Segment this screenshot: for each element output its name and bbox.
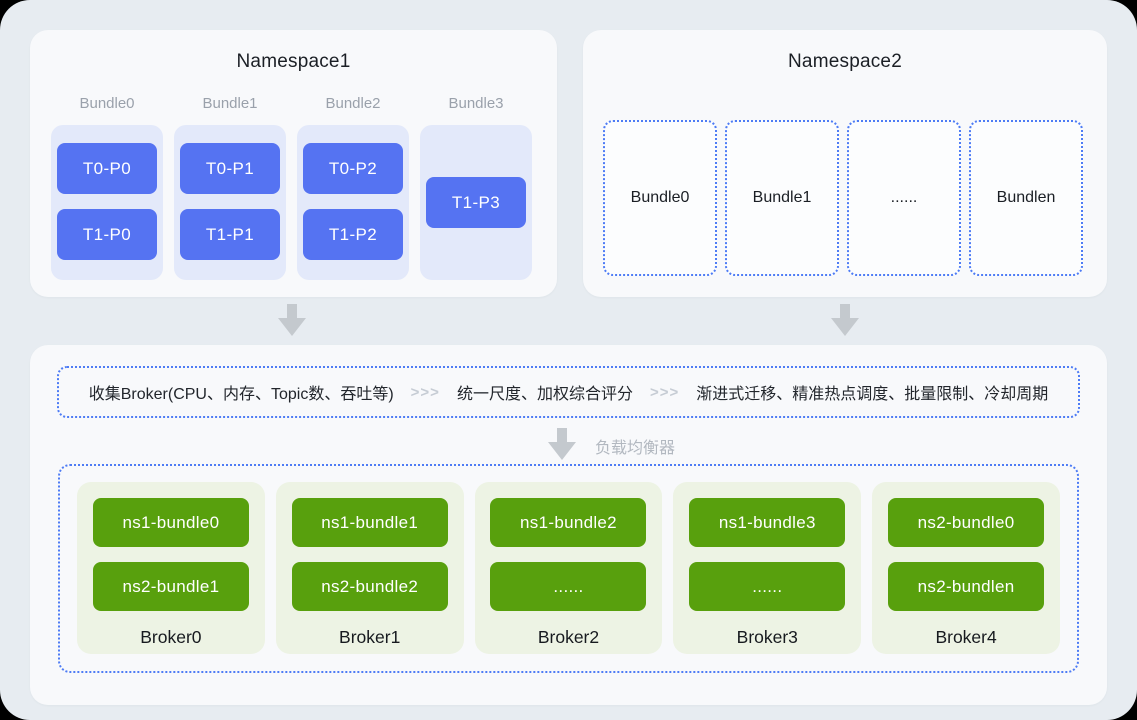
namespace1-title: Namespace1 [236, 51, 351, 72]
broker3-card: ns1-bundle3 ...... Broker3 [673, 482, 862, 654]
broker-name: Broker4 [935, 627, 997, 647]
assigned-bundle-chip: ns2-bundle2 [291, 562, 448, 611]
pipeline-step-collect: 收集Broker(CPU、内存、Topic数、吞吐等) [88, 386, 394, 403]
broker4-card: ns2-bundle0 ns2-bundlen Broker4 [872, 482, 1060, 654]
bundle2-column: T0-P2 T1-P2 [297, 125, 409, 280]
topic-partition-box: T1-P0 [57, 209, 157, 260]
assigned-bundle-chip: ns2-bundlen [888, 562, 1045, 611]
assigned-bundle-chip: ...... [689, 562, 846, 611]
bundle0-header: Bundle0 [79, 95, 135, 112]
broker-name: Broker0 [140, 627, 202, 647]
bundle-header-row: Bundle0 Bundle1 Bundle2 Bundle3 [30, 95, 557, 112]
bundle-box: Bundle1 [725, 120, 839, 276]
broker-name: Broker2 [537, 627, 600, 647]
broker2-card: ns1-bundle2 ...... Broker2 [474, 482, 663, 654]
topic-partition-box: T0-P2 [303, 143, 403, 194]
bundle1-header: Bundle1 [202, 95, 258, 112]
broker-name: Broker3 [736, 627, 798, 647]
broker1-card: ns1-bundle1 ns2-bundle2 Broker1 [275, 482, 464, 654]
bundle1-column: T0-P1 T1-P1 [174, 125, 286, 280]
bundle0-column: T0-P0 T1-P0 [51, 125, 163, 280]
down-arrow-icon [548, 428, 576, 460]
assigned-bundle-chip: ns1-bundle1 [291, 498, 448, 547]
load-balancer-card: 收集Broker(CPU、内存、Topic数、吞吐等) >>> 统一尺度、加权综… [30, 345, 1107, 705]
bundle-box: ...... [847, 120, 961, 276]
topic-partition-box: T1-P2 [303, 209, 403, 260]
bundle3-column: T1-P3 [420, 125, 532, 280]
topic-partition-box: T1-P3 [426, 177, 526, 228]
assigned-bundle-chip: ns1-bundle0 [92, 498, 249, 547]
metrics-pipeline-box: 收集Broker(CPU、内存、Topic数、吞吐等) >>> 统一尺度、加权综… [57, 366, 1080, 418]
topic-partition-box: T1-P1 [180, 209, 280, 260]
assigned-bundle-chip: ns1-bundle2 [490, 498, 647, 547]
pipeline-step-score: 统一尺度、加权综合评分 [456, 386, 633, 403]
namespace2-card: Namespace2 Bundle0 Bundle1 ...... Bundle… [583, 30, 1107, 297]
namespace1-card: Namespace1 Bundle0 Bundle1 Bundle2 Bundl… [30, 30, 557, 297]
assigned-bundle-chip: ns1-bundle3 [689, 498, 846, 547]
namespace2-title: Namespace2 [788, 51, 902, 72]
bundle-box: Bundlen [969, 120, 1083, 276]
pipeline-separator: >>> [649, 383, 680, 401]
pipeline-separator: >>> [410, 383, 440, 401]
broker-container: ns1-bundle0 ns2-bundle1 Broker0 ns1-bund… [58, 464, 1079, 673]
topic-partition-box: T0-P0 [57, 143, 157, 194]
bundle3-header: Bundle3 [448, 95, 504, 112]
broker-name: Broker1 [339, 627, 401, 647]
assigned-bundle-chip: ns2-bundle1 [92, 562, 249, 611]
bundle-box: Bundle0 [603, 120, 717, 276]
bundle-columns: T0-P0 T1-P0 T0-P1 T1-P1 T0-P2 T1-P2 T1-P… [30, 125, 557, 280]
bundle2-header: Bundle2 [325, 95, 381, 112]
pipeline-step-migrate: 渐进式迁移、精准热点调度、批量限制、冷却周期 [696, 386, 1049, 403]
load-balancer-label: 负载均衡器 [595, 440, 676, 457]
broker0-card: ns1-bundle0 ns2-bundle1 Broker0 [77, 482, 265, 654]
down-arrow-icon [831, 304, 859, 336]
assigned-bundle-chip: ...... [490, 562, 647, 611]
assigned-bundle-chip: ns2-bundle0 [888, 498, 1045, 547]
namespace2-bundle-row: Bundle0 Bundle1 ...... Bundlen [583, 120, 1107, 276]
topic-partition-box: T0-P1 [180, 143, 280, 194]
down-arrow-icon [278, 304, 306, 336]
